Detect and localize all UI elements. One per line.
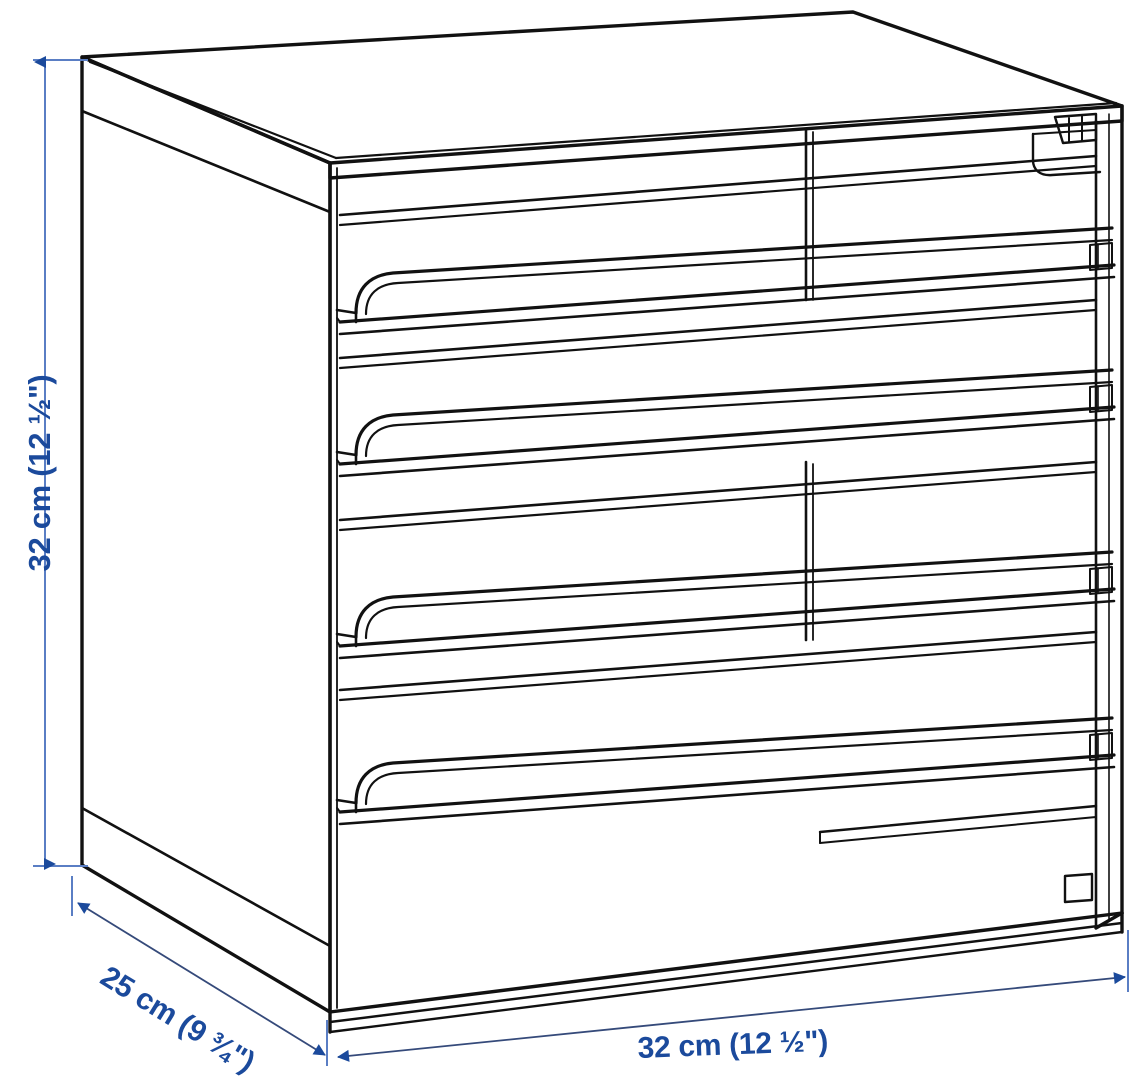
tray-4 [335,630,1116,826]
tray-body [80,10,1124,1034]
depth-dimension-line [77,902,326,1056]
tray-2 [335,298,1116,478]
base-panel [328,804,1124,1034]
front-left-edge [328,161,338,1014]
depth-dimension [71,876,328,1066]
width-dimension [337,930,1129,1062]
tray-3 [335,460,1116,660]
bottom-right-notch [1063,872,1094,904]
tray-1 [335,154,1116,336]
left-side-panel [80,55,332,1014]
right-side-panel [1094,104,1124,930]
top-panel [80,10,1124,180]
width-dimension-line [337,972,1126,1062]
back-inner-edge [804,127,814,642]
height-dimension [33,56,88,870]
height-dimension-label: 32 cm (12 ½") [22,374,57,572]
